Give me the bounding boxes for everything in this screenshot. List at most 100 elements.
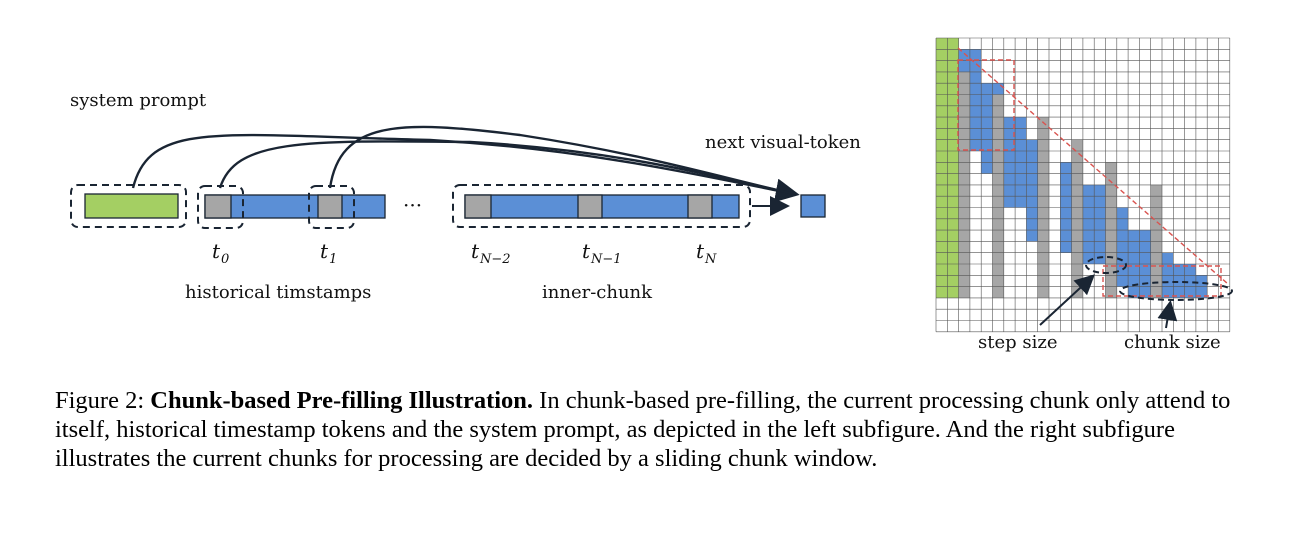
mask-cell-chunk [1128,230,1140,242]
mask-cell-chunk [1015,173,1027,185]
mask-cell-chunk [1139,264,1151,276]
ellipsis: ··· [403,193,422,217]
mask-cell-chunk [1139,286,1151,298]
mask-cell-system [936,117,948,129]
mask-cell-timestamp [992,151,1004,163]
mask-cell-system [947,184,959,197]
mask-cell-timestamp [958,162,970,174]
mask-cell-system [936,162,948,174]
mask-cell-timestamp [1150,264,1162,276]
mask-cell-chunk [1139,252,1151,264]
mask-cell-timestamp [1071,218,1083,231]
mask-cell-system [936,286,948,298]
mask-cell-timestamp [958,128,970,140]
mask-cell-system [947,207,959,219]
mask-cell-chunk [1060,173,1072,185]
mask-cell-chunk [1162,264,1174,276]
mask-cell-timestamp [1150,207,1162,219]
mask-cell-system [936,184,948,197]
mask-cell-chunk [1060,230,1072,242]
mask-cell-chunk [1116,252,1129,264]
mask-cell-timestamp [1071,184,1083,197]
mask-cell-chunk [1116,218,1129,231]
mask-cell-timestamp [958,196,970,208]
tn-1-label: t N−1 [582,239,622,267]
mask-cell-chunk [1139,275,1151,287]
mask-cell-chunk [1060,207,1072,219]
svg-text:t: t [212,239,221,263]
mask-cell-timestamp [992,162,1004,174]
mask-cell-system [936,218,948,231]
mask-cell-timestamp [958,71,970,84]
tn-label: t N [696,239,717,267]
mask-cell-system [947,105,959,118]
mask-cell-system [947,71,959,84]
mask-cell-timestamp [1071,252,1083,264]
figure-diagram: system prompt next visual-token ··· [70,37,1233,353]
mask-cell-system [947,128,959,140]
mask-cell-timestamp [1105,173,1117,185]
mask-cell-chunk [981,139,993,151]
mask-cell-timestamp [1037,264,1049,276]
mask-cell-system [936,264,948,276]
mask-cell-chunk [981,105,993,118]
right-subfigure: step size chunk size [935,37,1233,353]
mask-cell-timestamp [1150,252,1162,264]
mask-cell-timestamp [1071,139,1083,151]
mask-cell-timestamp [1037,128,1049,140]
mask-cell-timestamp [1071,207,1083,219]
mask-cell-chunk [1060,184,1072,197]
visual-token-strip [204,194,386,219]
t1-label: t 1 [320,239,337,267]
mask-cell-timestamp [1105,218,1117,231]
mask-cell-chunk [1139,241,1151,253]
mask-cell-chunk [1026,151,1038,163]
mask-cell-chunk [1128,264,1140,276]
mask-cell-timestamp [992,252,1004,264]
mask-cell-timestamp [958,173,970,185]
mask-cell-system [947,241,959,253]
mask-cell-timestamp [1150,286,1162,298]
mask-cell-chunk [969,105,982,118]
mask-cell-system [947,117,959,129]
tn-2-label: t N−2 [471,239,511,267]
mask-cell-chunk [1082,230,1095,242]
mask-cell-system [947,264,959,276]
mask-cell-chunk [1015,162,1027,174]
mask-cell-chunk [1162,252,1174,264]
mask-cell-chunk [1128,241,1140,253]
svg-text:0: 0 [221,252,229,267]
mask-cell-timestamp [1105,184,1117,197]
attention-curve-system [131,133,800,203]
mask-cell-chunk [1060,241,1072,253]
mask-cell-timestamp [958,286,970,298]
mask-cell-chunk [1026,196,1038,208]
mask-cell-timestamp [992,241,1004,253]
mask-cell-timestamp [992,117,1004,129]
mask-cell-timestamp [958,151,970,163]
mask-cell-timestamp [1150,230,1162,242]
mask-cell-chunk [1139,230,1151,242]
mask-cell-timestamp [992,275,1004,287]
mask-cell-timestamp [1071,275,1083,287]
mask-cell-chunk [1003,162,1016,174]
mask-cell-timestamp [1071,162,1083,174]
mask-cell-chunk [981,162,993,174]
mask-cell-chunk [1173,275,1185,287]
chunk-window-last [1102,265,1222,297]
mask-cell-chunk [1184,275,1196,287]
mask-cell-system [936,128,948,140]
mask-cell-timestamp [992,218,1004,231]
mask-cell-timestamp [1037,230,1049,242]
mask-cell-system [947,38,959,50]
mask-cell-timestamp [1037,151,1049,163]
mask-cell-timestamp [1037,275,1049,287]
mask-cell-system [947,218,959,231]
caption-text: In chunk-based pre-filling, the current … [55,387,1231,472]
mask-cell-timestamp [992,230,1004,242]
mask-cell-chunk [1015,117,1027,129]
mask-cell-chunk [1026,207,1038,219]
mask-cell-system [936,38,948,50]
svg-text:t: t [582,239,591,263]
mask-cell-timestamp [1150,196,1162,208]
